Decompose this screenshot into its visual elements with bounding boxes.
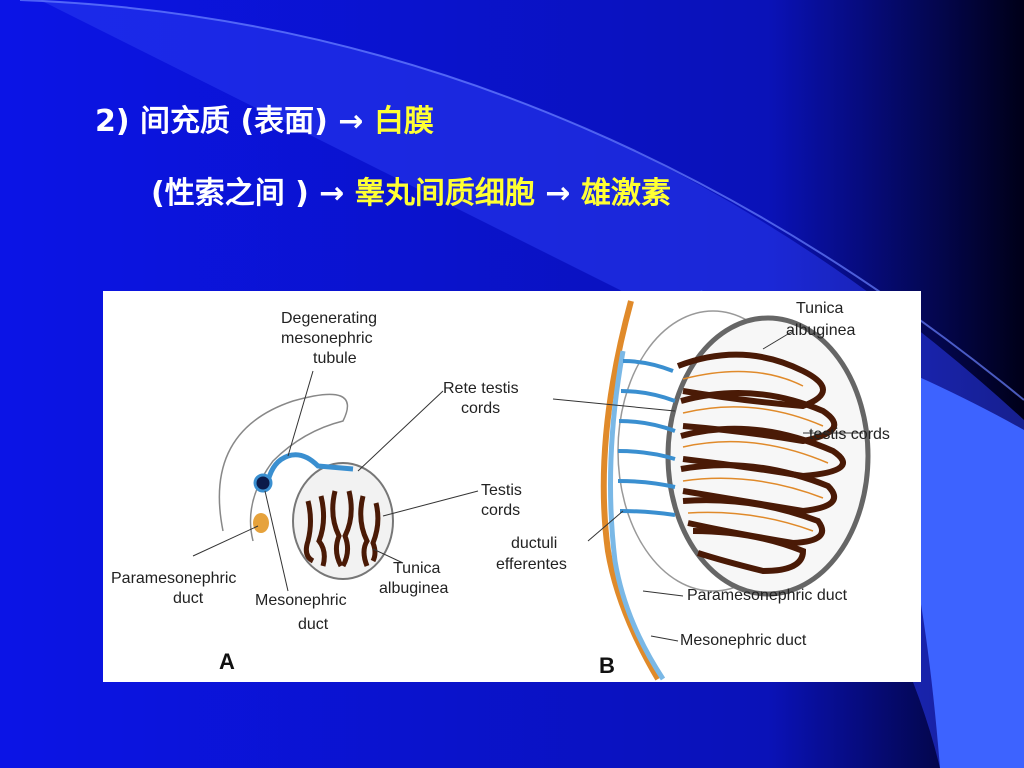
mesonephric-duct-a [253, 473, 273, 493]
panel-a-drawing: Degenerating mesonephric tubule Rete tes… [111, 310, 522, 674]
label-testis-cords-b: testis cords [809, 426, 890, 443]
panel-b-drawing: Tunica albuginea testis cords ductuli ef… [496, 300, 890, 681]
line-2-highlight-1: 睾丸间质细胞 [354, 176, 535, 211]
label-rete-1: Rete testis [443, 380, 519, 397]
background-accent-shape [700, 290, 1024, 768]
testis-a-outline [292, 462, 394, 580]
figure-panel: Degenerating mesonephric tubule Rete tes… [103, 291, 921, 682]
panel-b-letter: B [599, 653, 615, 678]
testis-a-cords [303, 490, 381, 568]
line-1-highlight: 白膜 [373, 104, 434, 139]
label-ductuli-1: ductuli [511, 535, 557, 552]
label-mesonephric-a-1: Mesonephric [255, 592, 347, 609]
label-tunica-b-1: Tunica [796, 300, 844, 317]
label-mesonephric-a-2: duct [298, 616, 329, 633]
label-testis-a-1: Testis [481, 482, 522, 499]
line-1-text: 2) 间充质 (表面) → [95, 104, 364, 139]
slide-line-1: 2) 间充质 (表面) → 白膜 [95, 96, 434, 140]
label-degenerating-1: Degenerating [281, 310, 377, 327]
label-degenerating-3: tubule [313, 350, 357, 367]
ductuli-efferentes [617, 359, 676, 517]
panel-a-letter: A [219, 649, 235, 674]
label-testis-a-2: cords [481, 502, 520, 519]
label-paramesonephric-a-1: Paramesonephric [111, 570, 236, 587]
line-2-text: (性索之间 ) → [151, 176, 345, 211]
label-rete-2: cords [461, 400, 500, 417]
testis-b-cord-highlights [682, 370, 829, 532]
slide-line-2: (性索之间 ) → 睾丸间质细胞 → 雄激素 [151, 168, 671, 212]
mesonephric-duct-b [608, 350, 666, 681]
label-tunica-a-1: Tunica [393, 560, 441, 577]
testis-diagram: Degenerating mesonephric tubule Rete tes… [111, 300, 890, 681]
paramesonephric-duct-a [253, 513, 269, 533]
label-ductuli-2: efferentes [496, 556, 567, 573]
label-tunica-a-2: albuginea [379, 580, 449, 597]
line-2-arrow: → [545, 176, 571, 211]
label-paramesonephric-a-2: duct [173, 590, 204, 607]
label-mesonephric-b: Mesonephric duct [680, 632, 807, 649]
label-paramesonephric-b: Paramesonephric duct [687, 587, 848, 604]
label-tunica-b-2: albuginea [786, 322, 856, 339]
line-2-highlight-2: 雄激素 [580, 176, 671, 211]
paramesonephric-duct-b [600, 300, 661, 681]
testis-b-cords [676, 351, 847, 575]
label-degenerating-2: mesonephric [281, 330, 373, 347]
